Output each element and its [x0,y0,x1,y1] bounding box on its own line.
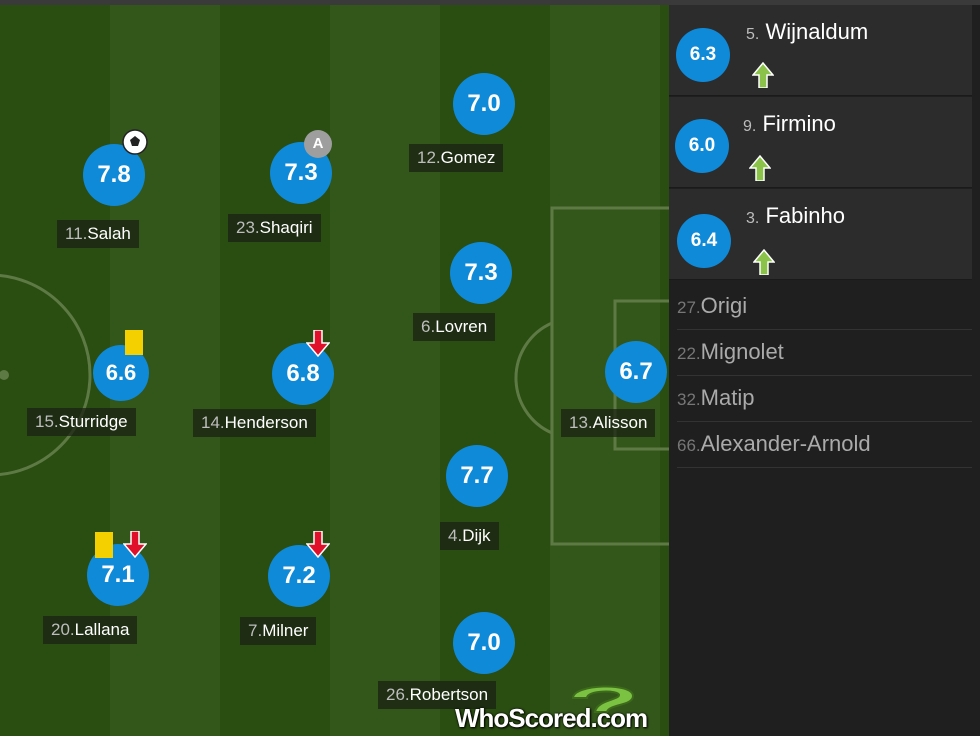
rating-bubble: 6.3 [676,28,730,82]
player-number: 11. [65,224,88,243]
player-number: 5. [746,26,760,43]
player-number: 6. [421,317,436,336]
player-name: Firmino [762,111,836,136]
player-number: 4. [448,526,463,545]
sub-on-arrow-icon [752,248,776,280]
logo-text: WhoScored.com [455,703,648,733]
pitch: 7.8 11.Salah 7.3 A 23.Shaqiri 7.0 12.Gom… [0,5,669,736]
logo-mark-icon [571,685,635,713]
player-name: Gomez [440,148,496,167]
player-number: 26. [386,685,410,704]
player-number: 32. [677,390,701,409]
whoscored-logo: WhoScored.com [455,680,660,736]
player-name: Origi [700,293,748,318]
player-number: 20. [51,620,75,639]
player-name: Shaqiri [259,218,313,237]
sub-on-arrow-icon [748,154,772,186]
sub-off-arrow-icon [305,530,331,563]
player-name: Dijk [462,526,491,545]
sub-on-arrow-icon [751,61,775,93]
rating-bubble: 6.8 [272,343,334,405]
sub-row-wijnaldum[interactable]: 6.3 5. Wijnaldum [669,5,972,96]
rating-bubble: 7.7 [446,445,508,507]
player-number: 23. [236,218,260,237]
player-number: 14. [201,413,225,432]
assist-badge-text: A [312,135,324,152]
player-number: 7. [248,621,263,640]
rating-bubble: 6.7 [605,341,667,403]
sub-row-firmino[interactable]: 6.0 9. Firmino [669,97,972,188]
bench-row-matip[interactable]: 32.Matip [677,376,972,422]
player-number: 13. [569,413,593,432]
sub-off-arrow-icon [305,329,331,362]
player-number: 66. [677,436,701,455]
player-name: Alisson [592,413,648,432]
player-name: Mignolet [700,339,784,364]
player-number: 9. [743,118,757,135]
yellow-card-icon [95,532,113,558]
player-name: Milner [262,621,309,640]
sub-off-arrow-icon [122,530,148,563]
player-number: 12. [417,148,441,167]
rating-bubble: 7.0 [453,73,515,135]
yellow-card-icon [125,330,143,355]
player-name: Alexander-Arnold [700,431,871,456]
goal-icon [121,128,149,161]
rating-bubble: 7.0 [453,612,515,674]
player-name: Salah [87,224,131,243]
player-number: 27. [677,298,701,317]
substitutes-panel: 6.3 5. Wijnaldum 6.0 9. Firmino 6.4 3. F… [669,5,980,736]
sub-row-fabinho[interactable]: 6.4 3. Fabinho [669,189,972,280]
bench-row-mignolet[interactable]: 22.Mignolet [677,330,972,376]
player-number: 22. [677,344,701,363]
player-name: Sturridge [58,412,128,431]
bench-row-alexander-arnold[interactable]: 66.Alexander-Arnold [677,422,972,468]
player-name: Robertson [409,685,489,704]
player-number: 3. [746,210,760,227]
rating-bubble: 6.4 [677,214,731,268]
player-name: Fabinho [765,203,845,228]
rating-bubble: 6.0 [675,119,729,173]
player-name: Wijnaldum [765,19,869,44]
player-name: Henderson [224,413,308,432]
top-border [0,0,980,5]
assist-icon: A [304,130,332,158]
rating-bubble: 7.8 [83,144,145,206]
rating-bubble: 7.3 [450,242,512,304]
player-name: Lovren [435,317,488,336]
player-name: Lallana [74,620,130,639]
bench-row-origi[interactable]: 27.Origi [677,284,972,330]
player-number: 15. [35,412,59,431]
player-name: Matip [700,385,755,410]
